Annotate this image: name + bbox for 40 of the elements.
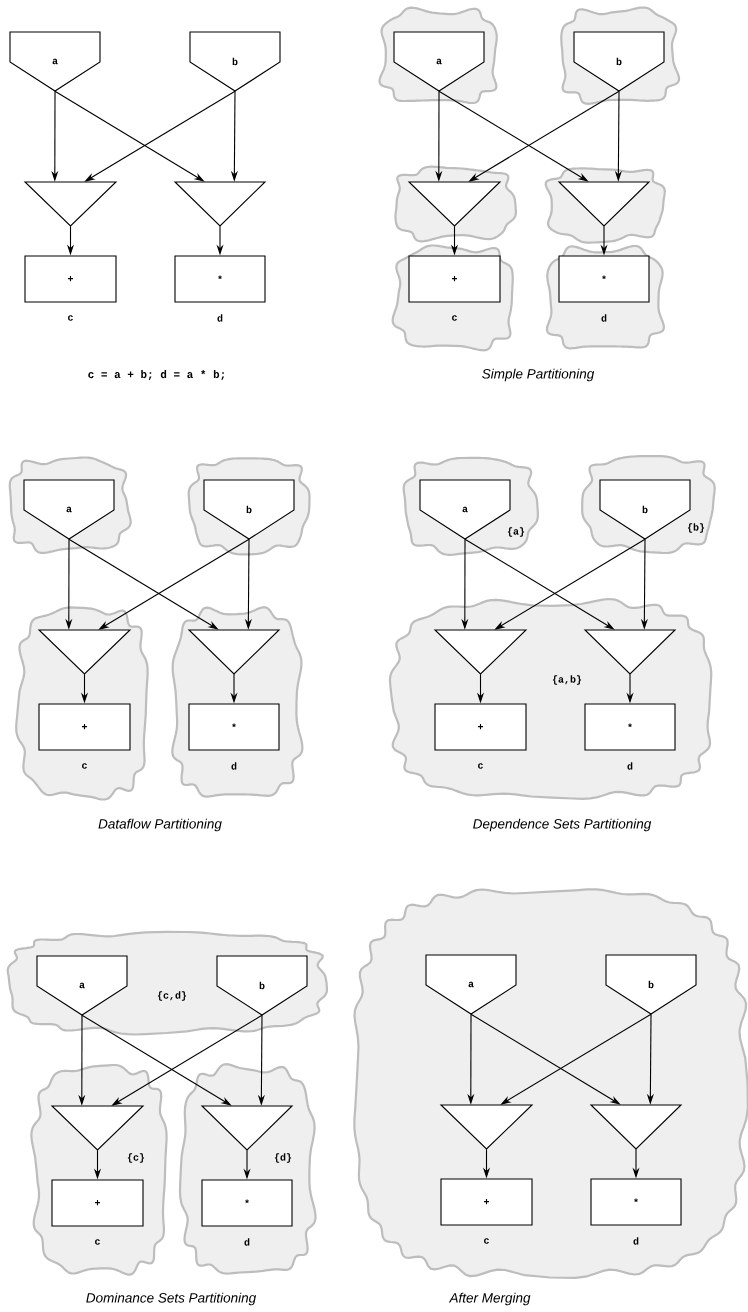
operator-box: *	[174, 255, 266, 303]
output-label: c	[452, 315, 457, 321]
input-pentagon: a	[23, 479, 115, 540]
caption: Simple Partitioning	[482, 368, 595, 382]
caption: Dataflow Partitioning	[98, 818, 222, 832]
operator-box: +	[440, 1178, 533, 1226]
operator-box: *	[188, 703, 280, 751]
output-label: d	[244, 1238, 250, 1246]
operator-box: +	[51, 1179, 144, 1227]
output-label: d	[627, 762, 633, 770]
operator-box: +	[434, 703, 527, 751]
input-pentagon: b	[203, 479, 295, 540]
output-label: c	[95, 1239, 100, 1245]
operator-box: +	[24, 255, 117, 303]
output-label: d	[231, 762, 237, 770]
output-label: c	[484, 1238, 489, 1244]
output-label: c	[478, 763, 483, 769]
output-label: d	[601, 314, 607, 322]
operator-box: *	[558, 255, 650, 303]
input-pentagon: b	[216, 955, 308, 1016]
input-pentagon: a	[9, 31, 101, 92]
input-pentagon: b	[573, 31, 665, 92]
operator-box: *	[201, 1179, 293, 1227]
output-label: c	[82, 763, 87, 769]
operator-box: +	[408, 255, 501, 303]
output-label: d	[217, 314, 223, 322]
caption: c = a + b; d = a * b;	[88, 370, 225, 380]
caption: Dominance Sets Partitioning	[86, 1292, 256, 1306]
operator-box: *	[590, 1178, 682, 1226]
input-pentagon: a	[425, 954, 517, 1015]
caption: Dependence Sets Partitioning	[473, 818, 652, 832]
operator-box: +	[38, 703, 131, 751]
output-label: d	[633, 1237, 639, 1245]
caption: After Merging	[448, 1292, 531, 1306]
input-pentagon: b	[189, 31, 281, 92]
output-label: c	[68, 315, 73, 321]
input-pentagon: b	[605, 954, 697, 1015]
input-pentagon: a	[36, 955, 128, 1016]
operator-box: *	[584, 703, 676, 751]
input-pentagon: a	[393, 31, 485, 92]
